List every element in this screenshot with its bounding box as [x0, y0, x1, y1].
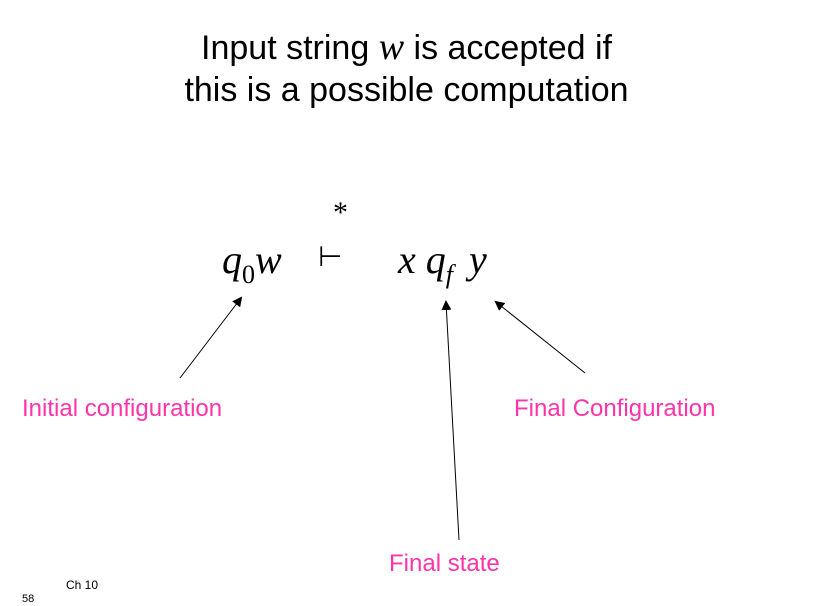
initial-configuration-formula: q0w [222, 236, 282, 289]
final-state-subscript: f [445, 260, 453, 289]
arrow-to-final-configuration [494, 300, 586, 374]
final-configuration-formula: x qf y [398, 236, 487, 289]
final-state-q: q [425, 237, 446, 282]
arrow-to-initial-configuration [179, 296, 243, 379]
turnstile-star: * [333, 196, 348, 229]
tape-left-x: x [398, 237, 416, 282]
input-string-w: w [255, 237, 282, 282]
arrow-to-final-state [441, 300, 460, 541]
turnstile-symbol: ⊢ [318, 240, 343, 273]
title-suffix: is accepted if [413, 29, 612, 67]
initial-configuration-label: Initial configuration [22, 395, 223, 422]
title-prefix: Input string [201, 29, 370, 67]
page-number: 58 [22, 593, 35, 605]
initial-state-q: q [222, 237, 242, 282]
slide-title: Input string w is accepted if this is a … [0, 26, 813, 111]
tape-right-y: y [469, 237, 487, 282]
chapter-label: Ch 10 [66, 578, 99, 592]
title-line-2: this is a possible computation [184, 71, 629, 109]
initial-state-subscript: 0 [242, 260, 255, 289]
final-state-label: Final state [389, 550, 500, 577]
title-variable-w: w [378, 26, 405, 68]
title-line-1: Input string w is accepted if [0, 26, 813, 69]
final-configuration-label: Final Configuration [514, 395, 716, 422]
